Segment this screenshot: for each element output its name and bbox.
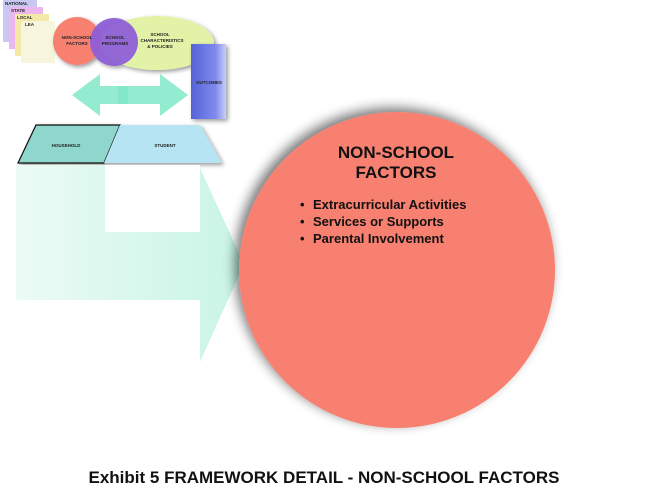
platform: [17, 124, 222, 164]
bullet-dot: •: [300, 214, 305, 229]
main-circle-non-school: [239, 112, 555, 428]
double-arrow: [72, 74, 188, 116]
student-label: STUDENT: [154, 143, 176, 148]
outcomes-bar: [191, 44, 226, 119]
bullet-dot: •: [300, 231, 305, 246]
bullet-dot: •: [300, 197, 305, 212]
level-label-state: STATE: [11, 8, 25, 13]
mini-programs-line2: PROGRAMS: [102, 41, 129, 46]
level-label-local: LOCAL: [17, 15, 33, 20]
mini-circles: [53, 16, 214, 70]
exhibit-caption: Exhibit 5 FRAMEWORK DETAIL - NON-SCHOOL …: [88, 468, 560, 487]
level-label-lea: LEA: [25, 22, 35, 27]
student-panel: [104, 125, 222, 163]
bullet-item-3: Parental Involvement: [313, 231, 444, 246]
outcomes-label: OUTCOMES: [196, 80, 222, 85]
bullet-item-1: Extracurricular Activities: [313, 197, 466, 212]
mini-characteristics-line2: CHARACTERISTICS: [140, 38, 183, 43]
bullet-item-2: Services or Supports: [313, 214, 444, 229]
big-arrow-notch: [105, 165, 200, 232]
bullet-list: • Extracurricular Activities • Services …: [300, 197, 466, 246]
mini-non-school-line1: NON-SCHOOL: [62, 35, 93, 40]
arrow-right: [118, 74, 188, 116]
main-circle-title-line1: NON-SCHOOL: [338, 143, 454, 162]
level-stack: NATIONAL STATE LOCAL LEA: [3, 0, 55, 63]
mini-characteristics-line3: & POLICIES: [147, 44, 173, 49]
mini-characteristics-line1: SCHOOL: [150, 32, 170, 37]
level-label-national: NATIONAL: [5, 1, 28, 6]
big-arrow: [16, 165, 244, 362]
level-card-lea: [21, 21, 55, 63]
main-circle-title-line2: FACTORS: [356, 163, 437, 182]
mini-circle-non-school: [53, 17, 101, 65]
mini-circle-programs: [90, 18, 138, 66]
arrow-left: [72, 74, 128, 116]
mini-non-school-line2: FACTORS: [66, 41, 87, 46]
mini-programs-line1: SCHOOL: [105, 35, 125, 40]
household-label: HOUSEHOLD: [52, 143, 82, 148]
